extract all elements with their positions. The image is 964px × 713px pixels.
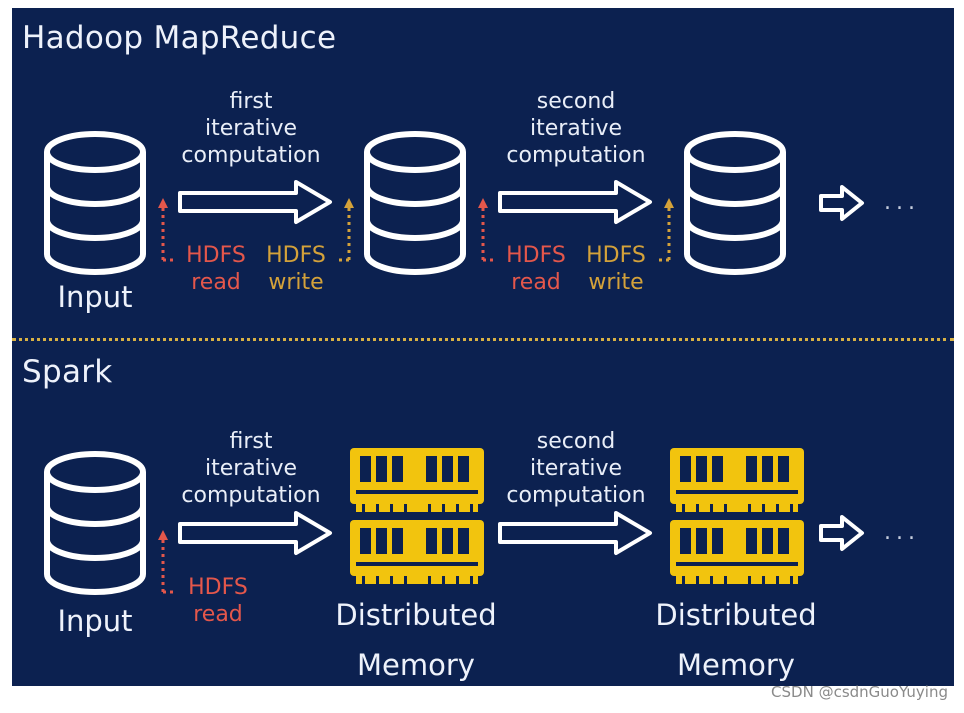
hdfs-read-line1: HDFS	[186, 243, 246, 268]
hadoop-hdfs-write-label-2: HDFS write	[576, 242, 656, 296]
hadoop-step2-line3: computation	[506, 143, 646, 168]
spark-memory-label-1: Distributed Memory	[316, 590, 516, 686]
memory-label-line2: Memory	[357, 648, 475, 682]
hdfs-read-arrow-icon	[158, 530, 174, 594]
spark-step2-line2: iterative	[529, 456, 623, 481]
hadoop-section-title: Hadoop MapReduce	[22, 20, 337, 56]
hdfs-read-line2: read	[191, 270, 241, 295]
small-arrow-icon	[819, 515, 864, 551]
hadoop-ellipsis: ...	[884, 190, 920, 215]
hdfs-write-arrow-icon	[339, 198, 354, 262]
database-icon	[44, 131, 146, 275]
hadoop-step1-line2: iterative	[204, 116, 298, 141]
spark-step1-line1: first	[229, 429, 273, 454]
hdfs-read-line2: read	[511, 270, 561, 295]
hadoop-step2-line2: iterative	[529, 116, 623, 141]
flow-arrow-icon	[498, 180, 652, 224]
small-arrow-icon	[819, 185, 864, 221]
spark-step2-line1: second	[536, 429, 616, 454]
memory-icon	[350, 448, 484, 584]
flow-arrow-icon	[178, 511, 332, 555]
memory-label-line1: Distributed	[655, 598, 817, 632]
flow-arrow-icon	[178, 180, 332, 224]
hadoop-step2-label: second iterative computation	[492, 88, 660, 169]
hdfs-write-line1: HDFS	[266, 243, 326, 268]
spark-step2-label: second iterative computation	[492, 428, 660, 509]
database-icon	[44, 451, 146, 595]
database-icon	[684, 131, 786, 275]
hdfs-write-line1: HDFS	[586, 243, 646, 268]
hdfs-read-line1: HDFS	[188, 575, 248, 600]
watermark-text: CSDN @csdnGuoYuying	[771, 683, 948, 701]
hdfs-read-arrow-icon	[158, 198, 174, 262]
memory-icon	[670, 448, 804, 584]
hdfs-write-line2: write	[268, 270, 324, 295]
hadoop-input-label: Input	[57, 280, 133, 314]
hadoop-hdfs-read-label-1: HDFS read	[176, 242, 256, 296]
spark-step2-line3: computation	[506, 483, 646, 508]
hadoop-hdfs-read-label-2: HDFS read	[496, 242, 576, 296]
spark-ellipsis: ...	[884, 520, 920, 545]
hdfs-write-arrow-icon	[659, 198, 674, 262]
spark-step1-line2: iterative	[204, 456, 298, 481]
hadoop-step1-line1: first	[229, 89, 273, 114]
spark-memory-label-2: Distributed Memory	[636, 590, 836, 686]
hdfs-read-line2: read	[193, 602, 243, 627]
hadoop-step1-line3: computation	[181, 143, 321, 168]
section-divider	[12, 338, 954, 341]
spark-hdfs-read-label: HDFS read	[178, 574, 258, 628]
spark-input-label: Input	[57, 604, 133, 638]
flow-arrow-icon	[498, 511, 652, 555]
memory-label-line1: Distributed	[335, 598, 497, 632]
spark-step1-label: first iterative computation	[167, 428, 335, 509]
hdfs-read-arrow-icon	[478, 198, 494, 262]
hadoop-step1-label: first iterative computation	[167, 88, 335, 169]
hadoop-hdfs-write-label-1: HDFS write	[256, 242, 336, 296]
memory-label-line2: Memory	[677, 648, 795, 682]
diagram-panel: Hadoop MapReduce Input first iterative c…	[12, 8, 954, 686]
spark-step1-line3: computation	[181, 483, 321, 508]
hdfs-write-line2: write	[588, 270, 644, 295]
hadoop-step2-line1: second	[536, 89, 616, 114]
database-icon	[364, 131, 466, 275]
spark-section-title: Spark	[22, 354, 113, 390]
hdfs-read-line1: HDFS	[506, 243, 566, 268]
